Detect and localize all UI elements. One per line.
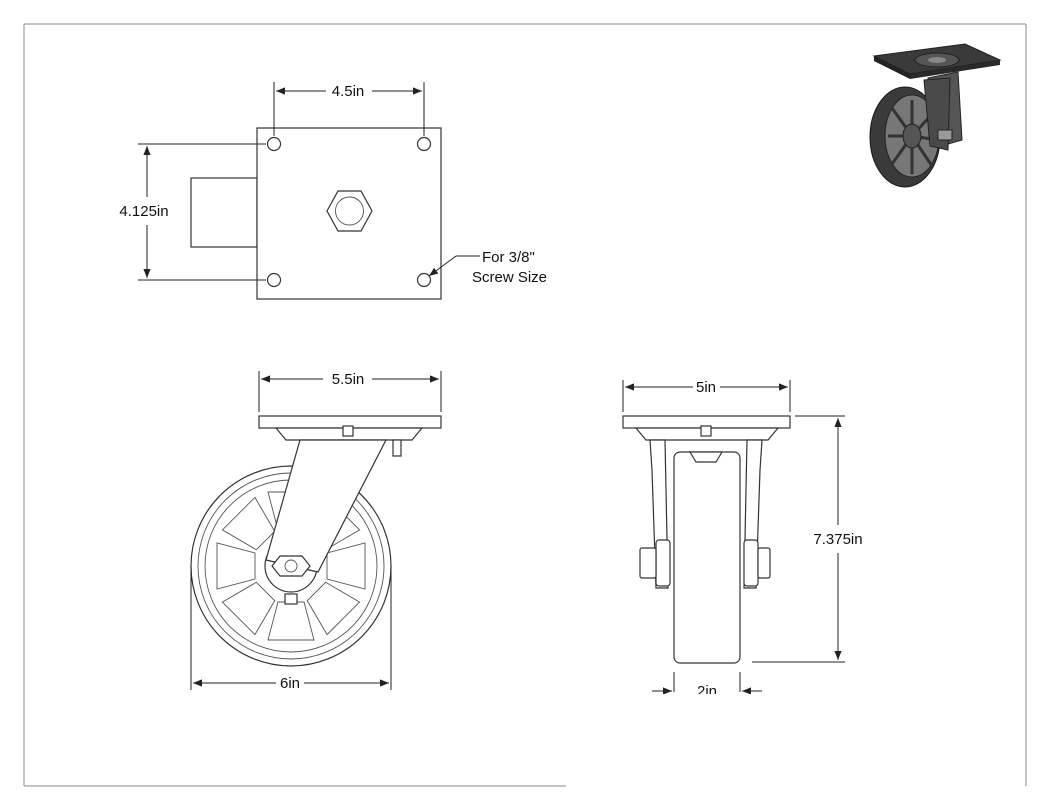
dim-top-width: 4.5in: [273, 82, 425, 136]
kingpin-hex-nut: [326, 190, 373, 232]
dim-label-side-plate-width: 5.5in: [332, 371, 365, 388]
swivel-fork-leg: [265, 439, 387, 573]
side-view: [190, 415, 442, 667]
dim-side-plate-width: 5.5in: [258, 371, 442, 412]
dim-label-top-width: 4.5in: [332, 83, 365, 100]
wheel-tread-front: [673, 451, 741, 664]
dim-label-overall-height: 7.375in: [813, 531, 862, 548]
dim-front-plate-width: 5in: [622, 379, 791, 412]
bolt-hole-bl: [266, 272, 282, 288]
screw-note: For 3/8" Screw Size: [428, 249, 547, 286]
top-view: [190, 127, 442, 300]
dim-overall-height: 7.375in: [752, 415, 863, 663]
bolt-hole-br: [416, 272, 432, 288]
axle-hex-nut: [271, 555, 311, 577]
drawing-frame: [23, 23, 1027, 787]
dim-wheel-width: 2in: [640, 672, 780, 708]
dim-top-height: 4.125in: [119, 143, 266, 281]
bolt-hole-tl: [266, 136, 282, 152]
dim-label-front-plate-width: 5in: [696, 379, 716, 396]
dim-label-wheel-diameter: 6in: [280, 675, 300, 692]
screw-note-line1: For 3/8": [482, 249, 535, 266]
dim-label-top-height: 4.125in: [119, 203, 168, 220]
axle-nut-left: [655, 539, 671, 587]
bolt-hole-tr: [416, 136, 432, 152]
front-view: [622, 415, 791, 664]
swivel-leg-outline: [190, 177, 258, 248]
axle-nut-right: [743, 539, 759, 587]
dim-wheel-diameter: 6in: [190, 566, 392, 692]
screw-note-line2: Screw Size: [472, 269, 547, 286]
caster-isometric-render: [869, 43, 1002, 188]
